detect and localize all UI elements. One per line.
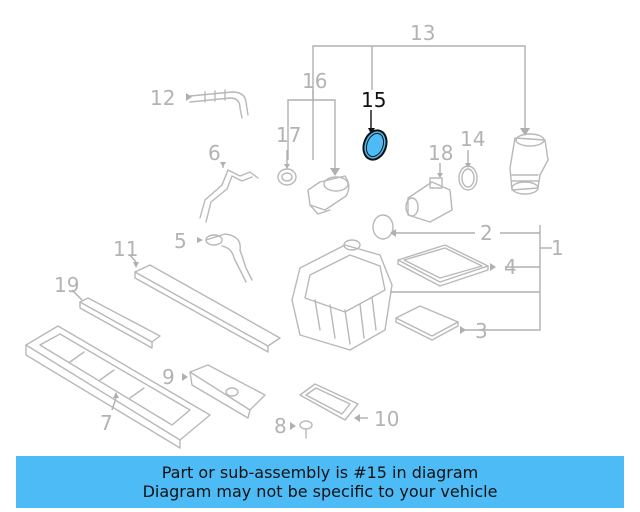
callout-16: 16 — [302, 69, 327, 93]
part-16-adapter — [307, 175, 350, 215]
callout-14: 14 — [460, 127, 485, 151]
callout-5: 5 — [174, 229, 187, 253]
callout-17: 17 — [276, 123, 301, 147]
callout-12: 12 — [150, 86, 175, 110]
callout-15: 15 — [361, 88, 386, 112]
part-18-sensor — [405, 163, 453, 223]
part-5-hose — [197, 233, 253, 283]
part-air-box — [291, 239, 393, 351]
banner-line-1: Part or sub-assembly is #15 in diagram — [161, 463, 479, 482]
part-11-strip — [129, 254, 281, 353]
callout-2: 2 — [480, 221, 493, 245]
callout-1: 1 — [551, 236, 564, 260]
info-banner: Part or sub-assembly is #15 in diagram D… — [16, 456, 624, 508]
callout-19: 19 — [54, 273, 79, 297]
part-12-hose — [186, 89, 249, 119]
callout-4: 4 — [504, 255, 517, 279]
part-14-clamp — [458, 150, 478, 191]
callout-6: 6 — [208, 141, 221, 165]
callout-18: 18 — [428, 141, 453, 165]
part-7-bracket — [25, 325, 211, 449]
leader-1 — [390, 225, 552, 331]
callout-9: 9 — [162, 365, 175, 389]
callout-7: 7 — [100, 411, 113, 435]
callout-13: 13 — [410, 21, 435, 45]
part-3-element — [395, 305, 466, 341]
part-9-bracket — [182, 364, 266, 419]
part-17-seal — [277, 150, 297, 186]
part-19-strip — [71, 289, 161, 349]
part-6-hose — [199, 162, 259, 223]
callout-8: 8 — [274, 414, 287, 438]
leader-13 — [312, 45, 530, 160]
banner-line-2: Diagram may not be specific to your vehi… — [142, 482, 498, 501]
part-10-duct — [299, 383, 368, 422]
part-8-bolt — [290, 420, 313, 439]
part-4-filter — [397, 244, 496, 287]
part-13-duct — [509, 133, 549, 195]
part-2-seal — [372, 214, 475, 240]
parts-diagram: 1 2 3 4 5 6 7 8 9 10 11 12 13 14 15 16 1… — [25, 21, 564, 449]
part-15-seal[interactable] — [360, 110, 391, 163]
leader-16 — [287, 90, 340, 176]
callout-3: 3 — [475, 319, 488, 343]
callout-10: 10 — [374, 407, 399, 431]
callout-11: 11 — [113, 237, 138, 261]
